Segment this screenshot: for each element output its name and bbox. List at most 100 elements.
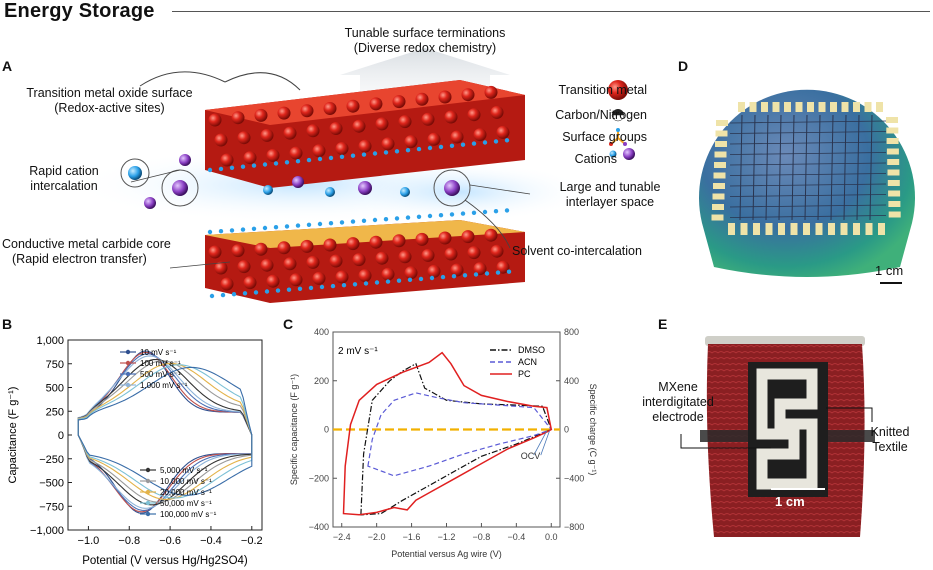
chart-c-xtick-label: −1.2 bbox=[438, 532, 456, 542]
panel-c-letter: C bbox=[283, 316, 294, 332]
top-label-line-1: Tunable surface terminations bbox=[344, 26, 506, 40]
label-mxene-line-3: electrode bbox=[652, 410, 704, 424]
chart-b-xtick-label: −0.6 bbox=[159, 535, 181, 547]
label-mxene-electrode: MXene interdigitated electrode bbox=[636, 380, 720, 425]
chart-b-ytick-label: 0 bbox=[58, 430, 64, 442]
chart-c-y2tick-label: 400 bbox=[564, 376, 579, 386]
chart-b-xtick-label: −0.4 bbox=[200, 535, 222, 547]
chart-b-legend-marker bbox=[125, 349, 131, 355]
panel-a-illustration bbox=[70, 48, 635, 303]
legend-transition-metal: Transition metal bbox=[558, 83, 647, 97]
panel-d-scale-label: 1 cm bbox=[875, 263, 904, 278]
chart-b-legend-label: 100,000 mV s⁻¹ bbox=[160, 510, 217, 519]
panel-d-letter: D bbox=[678, 58, 689, 74]
chart-c-xtick-label: −2.0 bbox=[368, 532, 386, 542]
panel-b-letter: B bbox=[2, 316, 13, 332]
chart-b-legend-marker bbox=[145, 467, 151, 473]
chart-b-legend-marker bbox=[125, 382, 131, 388]
chart-b-ytick-label: 750 bbox=[46, 359, 64, 371]
chart-c-legend-label: ACN bbox=[518, 357, 537, 367]
chart-c-xtick-label: −0.4 bbox=[507, 532, 525, 542]
chart-c-ytick-label: 200 bbox=[314, 376, 329, 386]
label-cation-line-2: intercalation bbox=[30, 179, 98, 193]
chart-b-ytick-label: −250 bbox=[39, 454, 64, 466]
chart-b-xtick-label: −0.2 bbox=[241, 535, 263, 547]
label-rapid-cation: Rapid cation intercalation bbox=[14, 164, 114, 194]
label-core-line-1: Conductive metal carbide core bbox=[2, 237, 171, 251]
label-oxide-line-2: (Redox-active sites) bbox=[54, 101, 165, 115]
chart-b-legend-label: 100 mV s⁻¹ bbox=[140, 359, 181, 368]
legend-surface-groups: Surface groups bbox=[562, 130, 647, 144]
chart-c-ocv-leader bbox=[540, 430, 550, 456]
chart-b-legend-label: 50,000 mV s⁻¹ bbox=[160, 499, 212, 508]
cation-purple-icon bbox=[623, 148, 635, 160]
chart-c-ocv-leader bbox=[533, 430, 548, 456]
upper-mxene-layer bbox=[205, 80, 525, 188]
chart-b-ytick-label: 250 bbox=[46, 406, 64, 418]
chart-b-xlabel: Potential (V versus Hg/Hg2SO4) bbox=[82, 555, 248, 567]
chart-c-ylabel: Specific capacitance (F g⁻¹) bbox=[289, 374, 299, 485]
chart-b-xtick-label: −1.0 bbox=[78, 535, 100, 547]
label-solvent: Solvent co-intercalation bbox=[512, 244, 642, 258]
panel-e-scale-label: 1 cm bbox=[775, 494, 805, 509]
carbon-nitrogen-icon bbox=[611, 109, 625, 122]
chart-c-y2tick-label: 0 bbox=[564, 425, 569, 435]
chart-c-ytick-label: −200 bbox=[309, 473, 329, 483]
chart-c-y2tick-label: −800 bbox=[564, 522, 584, 532]
chart-b-legend-label: 10 mV s⁻¹ bbox=[140, 348, 177, 357]
chart-c-xtick-label: −0.8 bbox=[473, 532, 491, 542]
panel-e-textile bbox=[700, 336, 875, 537]
chart-c-series-curve bbox=[342, 351, 553, 516]
chart-b-ytick-label: 1,000 bbox=[36, 335, 64, 347]
cation-blue-icon bbox=[609, 150, 617, 158]
label-core-line-2: (Rapid electron transfer) bbox=[12, 252, 147, 266]
label-knitted-line-2: Textile bbox=[872, 440, 908, 454]
chart-b-legend-label: 500 mV s⁻¹ bbox=[140, 370, 181, 379]
label-oxide-line-1: Transition metal oxide surface bbox=[26, 86, 193, 100]
legend-carbon-nitrogen: Carbon/Nitrogen bbox=[555, 108, 647, 122]
chart-c-series-curve bbox=[360, 362, 553, 516]
chart-b-legend-marker bbox=[145, 511, 151, 517]
chart-b-ylabel: Capacitance (F g⁻¹) bbox=[7, 387, 19, 484]
top-label-line-2: (Diverse redox chemistry) bbox=[353, 41, 497, 55]
chart-b-series-curve bbox=[77, 366, 253, 496]
page-title: Energy Storage bbox=[4, 0, 155, 22]
chart-c-y2tick-label: 800 bbox=[564, 327, 579, 337]
chart-b-legend-label: 10,000 mV s⁻¹ bbox=[160, 477, 212, 486]
label-interlayer-line-1: Large and tunable bbox=[559, 180, 661, 194]
chart-c-legend-label: PC bbox=[518, 369, 531, 379]
chart-b-ytick-label: −500 bbox=[39, 478, 64, 490]
chart-b-legend-marker bbox=[125, 371, 131, 377]
label-mxene-line-2: interdigitated bbox=[642, 395, 714, 409]
label-mxene-line-1: MXene bbox=[658, 380, 698, 394]
chart-b-cv: −1,000−750−500−25002505007501,000−1.0−0.… bbox=[7, 335, 263, 567]
chart-c-legend-label: DMSO bbox=[518, 345, 545, 355]
chart-b-legend-label: 5,000 mV s⁻¹ bbox=[160, 466, 208, 475]
chart-b-legend-label: 1,000 mV s⁻¹ bbox=[140, 381, 188, 390]
chart-c-ytick-label: −400 bbox=[309, 522, 329, 532]
label-carbide-core: Conductive metal carbide core (Rapid ele… bbox=[2, 237, 222, 267]
panel-e-leaders bbox=[680, 407, 873, 449]
transition-metal-icon bbox=[608, 80, 628, 100]
chart-b-legend-label: 20,000 mV s⁻¹ bbox=[160, 488, 212, 497]
panel-d-wafer bbox=[699, 89, 915, 277]
chart-b-legend-marker bbox=[145, 489, 151, 495]
title-rule bbox=[172, 11, 930, 12]
chart-c-xtick-label: 0.0 bbox=[545, 532, 558, 542]
chart-c-xtick-label: −1.6 bbox=[403, 532, 421, 542]
surface-groups-icon bbox=[609, 128, 627, 146]
chart-c-xlabel: Potential versus Ag wire (V) bbox=[391, 549, 502, 559]
chart-b-ytick-label: 500 bbox=[46, 383, 64, 395]
chart-b-legend-marker bbox=[145, 478, 151, 484]
chart-b-xtick-label: −0.8 bbox=[118, 535, 140, 547]
legend-cations: Cations bbox=[574, 152, 617, 166]
panel-e-letter: E bbox=[658, 316, 668, 332]
chart-b-ytick-label: −1,000 bbox=[30, 525, 64, 537]
chart-c-xtick-label: −2.4 bbox=[333, 532, 351, 542]
chart-c-y2tick-label: −400 bbox=[564, 473, 584, 483]
chart-c-series-curve bbox=[367, 392, 553, 477]
panel-a-top-label: Tunable surface terminations (Diverse re… bbox=[325, 26, 525, 56]
chart-c-ytick-label: 0 bbox=[324, 425, 329, 435]
chart-c-ytick-label: 400 bbox=[314, 327, 329, 337]
chart-b-legend-marker bbox=[145, 500, 151, 506]
